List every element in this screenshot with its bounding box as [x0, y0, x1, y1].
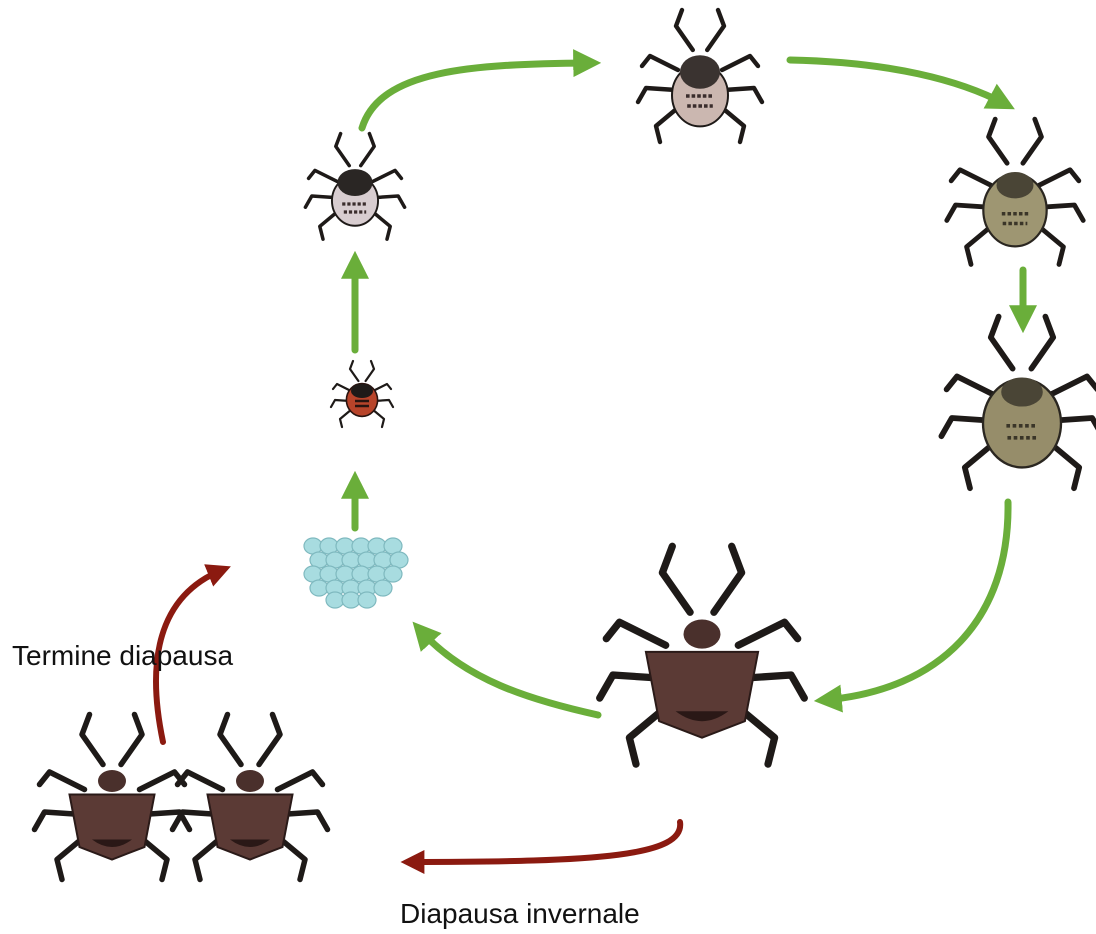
stink-bug-adult-icon [600, 546, 805, 764]
arrow-2nd-to-3rd-instar [362, 63, 590, 128]
egg-icon [310, 580, 328, 596]
egg-cluster-icon [304, 538, 408, 608]
cycle-arrows [355, 60, 1023, 715]
egg-icon [384, 566, 402, 582]
stink-bug-adult-icon [173, 715, 328, 880]
dark-nymph-icon [638, 10, 762, 142]
speckled-nymph-icon [947, 119, 1083, 264]
arrow-adult-to-egg [420, 630, 598, 715]
dark-nymph-icon [305, 134, 404, 240]
red-nymph-icon [331, 361, 393, 427]
stink-bug-adult-icon [35, 715, 190, 880]
egg-icon [374, 580, 392, 596]
arrow-3rd-to-4th-instar [790, 60, 1005, 104]
winter-diapause-label: Diapausa invernale [400, 898, 640, 930]
egg-icon [358, 592, 376, 608]
speckled-nymph-icon [941, 317, 1096, 489]
arrow-winter-diapause [410, 822, 680, 862]
egg-icon [342, 592, 360, 608]
egg-icon [326, 592, 344, 608]
diapause-end-label: Termine diapausa [12, 640, 233, 672]
arrow-5th-instar-to-adult [825, 502, 1008, 700]
